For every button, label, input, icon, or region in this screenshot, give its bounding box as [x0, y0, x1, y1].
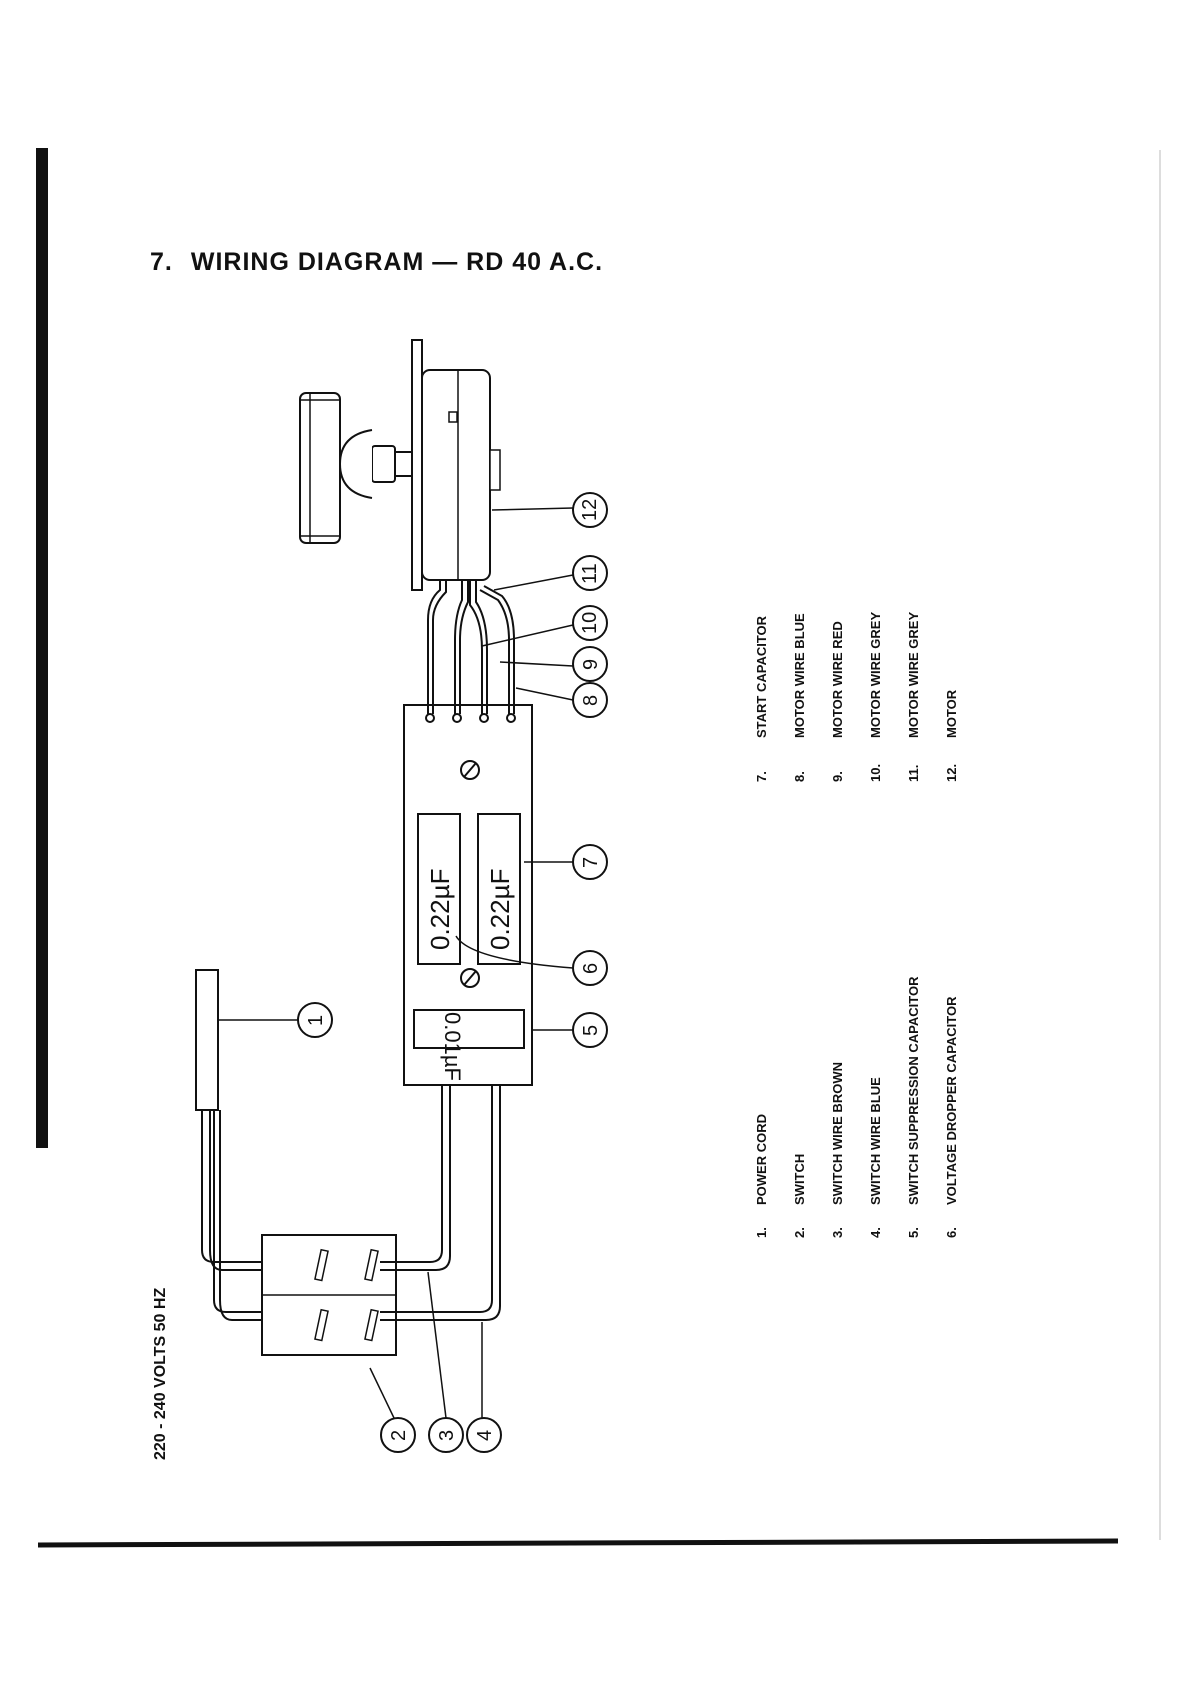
- section-number: 7.: [150, 248, 173, 276]
- leader-lines: [218, 507, 574, 1419]
- screw-icon: [460, 760, 480, 780]
- section-heading: 7. WIRING DIAGRAM — RD 40 A.C.: [150, 248, 621, 277]
- svg-text:MOTOR: MOTOR: [944, 689, 959, 738]
- svg-text:7: 7: [580, 857, 602, 868]
- svg-text:POWER CORD: POWER CORD: [754, 1114, 769, 1205]
- power-cord: [195, 969, 380, 1321]
- screw-icon: [460, 968, 480, 988]
- motor: [299, 339, 501, 591]
- bottom-rule: [37, 1538, 1119, 1548]
- svg-text:10.: 10.: [868, 764, 883, 782]
- svg-text:START CAPACITOR: START CAPACITOR: [754, 615, 769, 738]
- svg-text:1: 1: [305, 1015, 327, 1026]
- callout-7: 7: [572, 844, 608, 880]
- svg-text:9.: 9.: [830, 771, 845, 782]
- svg-text:8: 8: [580, 695, 602, 706]
- svg-text:5.: 5.: [906, 1227, 921, 1238]
- start-capacitor-value: 0.22µF: [485, 869, 515, 950]
- svg-text:MOTOR WIRE RED: MOTOR WIRE RED: [830, 621, 845, 738]
- svg-text:3: 3: [436, 1430, 458, 1441]
- svg-text:SWITCH: SWITCH: [792, 1154, 807, 1205]
- legend-item-7: 7. START CAPACITOR: [754, 615, 769, 782]
- suppression-capacitor-value: 0.01µF: [440, 1012, 465, 1081]
- svg-text:4.: 4.: [868, 1227, 883, 1238]
- legend-item-5: 5. SWITCH SUPPRESSION CAPACITOR: [906, 976, 921, 1238]
- svg-text:12.: 12.: [944, 764, 959, 782]
- legend-item-10: 10. MOTOR WIRE GREY: [868, 612, 883, 782]
- svg-text:3.: 3.: [830, 1227, 845, 1238]
- callout-9: 9: [572, 646, 608, 682]
- callout-6: 6: [572, 950, 608, 986]
- callout-8: 8: [572, 682, 608, 718]
- legend-item-3: 3. SWITCH WIRE BROWN: [830, 1062, 845, 1238]
- callout-1: 1: [297, 1002, 333, 1038]
- svg-text:SWITCH SUPPRESSION CAPACITOR: SWITCH SUPPRESSION CAPACITOR: [906, 976, 921, 1205]
- svg-text:12: 12: [579, 499, 601, 521]
- supply-label: 220 - 240 VOLTS 50 HZ: [152, 1288, 169, 1460]
- legend-item-1: 1. POWER CORD: [754, 1114, 769, 1238]
- svg-text:8.: 8.: [792, 771, 807, 782]
- switch: [261, 1234, 397, 1356]
- svg-text:1.: 1.: [754, 1227, 769, 1238]
- svg-text:10: 10: [579, 612, 601, 634]
- callout-10: 10: [572, 605, 608, 641]
- legend-item-6: 6. VOLTAGE DROPPER CAPACITOR: [944, 996, 959, 1238]
- svg-text:SWITCH WIRE BROWN: SWITCH WIRE BROWN: [830, 1062, 845, 1205]
- suppression-capacitor: [413, 1009, 525, 1049]
- callout-5: 5: [572, 1012, 608, 1048]
- legend-item-12: 12. MOTOR: [944, 689, 959, 782]
- callout-11: 11: [572, 555, 608, 591]
- section-title: WIRING DIAGRAM — RD 40 A.C.: [190, 248, 604, 276]
- callout-4: 4: [466, 1417, 502, 1453]
- legend-item-11: 11. MOTOR WIRE GREY: [906, 612, 921, 782]
- svg-text:SWITCH WIRE BLUE: SWITCH WIRE BLUE: [868, 1077, 883, 1205]
- callout-3: 3: [428, 1417, 464, 1453]
- legend-item-8: 8. MOTOR WIRE BLUE: [792, 613, 807, 782]
- legend-item-9: 9. MOTOR WIRE RED: [830, 621, 845, 782]
- motor-wires: [427, 575, 515, 714]
- svg-text:VOLTAGE DROPPER CAPACITOR: VOLTAGE DROPPER CAPACITOR: [944, 996, 959, 1205]
- svg-text:6.: 6.: [944, 1227, 959, 1238]
- dropper-capacitor: [417, 813, 461, 965]
- callout-12: 12: [572, 492, 608, 528]
- legend-item-4: 4. SWITCH WIRE BLUE: [868, 1077, 883, 1238]
- start-capacitor: [477, 813, 521, 965]
- svg-text:MOTOR WIRE GREY: MOTOR WIRE GREY: [868, 612, 883, 738]
- svg-text:2: 2: [388, 1430, 410, 1441]
- switch-wires: [380, 1070, 502, 1321]
- svg-text:5: 5: [580, 1025, 602, 1036]
- svg-text:4: 4: [474, 1430, 496, 1441]
- left-page-edge: [36, 148, 48, 1148]
- legend-item-2: 2. SWITCH: [792, 1154, 807, 1238]
- svg-text:11: 11: [579, 563, 601, 584]
- dropper-capacitor-value: 0.22µF: [425, 869, 455, 950]
- svg-text:9: 9: [580, 659, 602, 670]
- callout-2: 2: [380, 1417, 416, 1453]
- svg-text:MOTOR WIRE GREY: MOTOR WIRE GREY: [906, 612, 921, 738]
- svg-text:6: 6: [580, 963, 602, 974]
- svg-text:MOTOR WIRE BLUE: MOTOR WIRE BLUE: [792, 613, 807, 738]
- capacitor-block: 0.01µF 0.22µF 0.22µF: [403, 704, 533, 1086]
- svg-text:2.: 2.: [792, 1227, 807, 1238]
- svg-text:11.: 11.: [906, 765, 921, 782]
- legend: 1. POWER CORD 2. SWITCH 3. SWITCH WIRE B…: [754, 612, 959, 1238]
- svg-text:7.: 7.: [754, 771, 769, 782]
